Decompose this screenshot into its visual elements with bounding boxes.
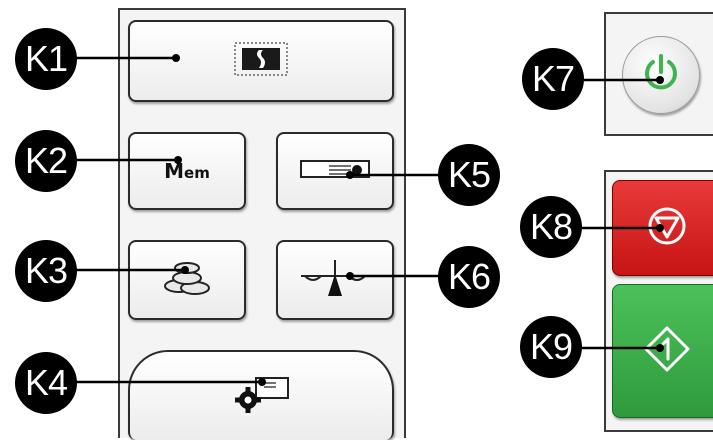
badge-k2: K2 bbox=[15, 130, 77, 192]
balance-scale-icon bbox=[295, 254, 375, 307]
key-k2-button[interactable]: Mem bbox=[128, 132, 246, 210]
badge-k9: K9 bbox=[520, 316, 582, 378]
start-icon bbox=[642, 324, 692, 379]
key-k7-power-button[interactable] bbox=[622, 36, 700, 114]
stop-icon bbox=[646, 205, 688, 252]
key-k4-button[interactable] bbox=[128, 350, 394, 440]
badge-k8: K8 bbox=[520, 196, 582, 258]
key-k8-stop-button[interactable] bbox=[612, 180, 713, 276]
key-k9-start-button[interactable] bbox=[612, 284, 713, 418]
key-k3-button[interactable] bbox=[128, 240, 246, 320]
document-frame-icon bbox=[233, 41, 289, 82]
badge-k7: K7 bbox=[522, 48, 584, 110]
key-k5-button[interactable] bbox=[276, 132, 394, 210]
badge-k3: K3 bbox=[15, 240, 77, 302]
badge-k6: K6 bbox=[438, 246, 500, 308]
power-icon bbox=[638, 50, 684, 101]
badge-k5: K5 bbox=[438, 144, 500, 206]
key-k6-button[interactable] bbox=[276, 240, 394, 320]
key-k1-button[interactable] bbox=[128, 20, 394, 102]
coin-stack-icon bbox=[157, 256, 217, 305]
badge-k4: K4 bbox=[15, 352, 77, 414]
settings-icon bbox=[230, 372, 292, 421]
memory-icon: Mem bbox=[164, 159, 210, 183]
card-slot-icon bbox=[299, 157, 371, 186]
badge-k1: K1 bbox=[15, 28, 77, 90]
